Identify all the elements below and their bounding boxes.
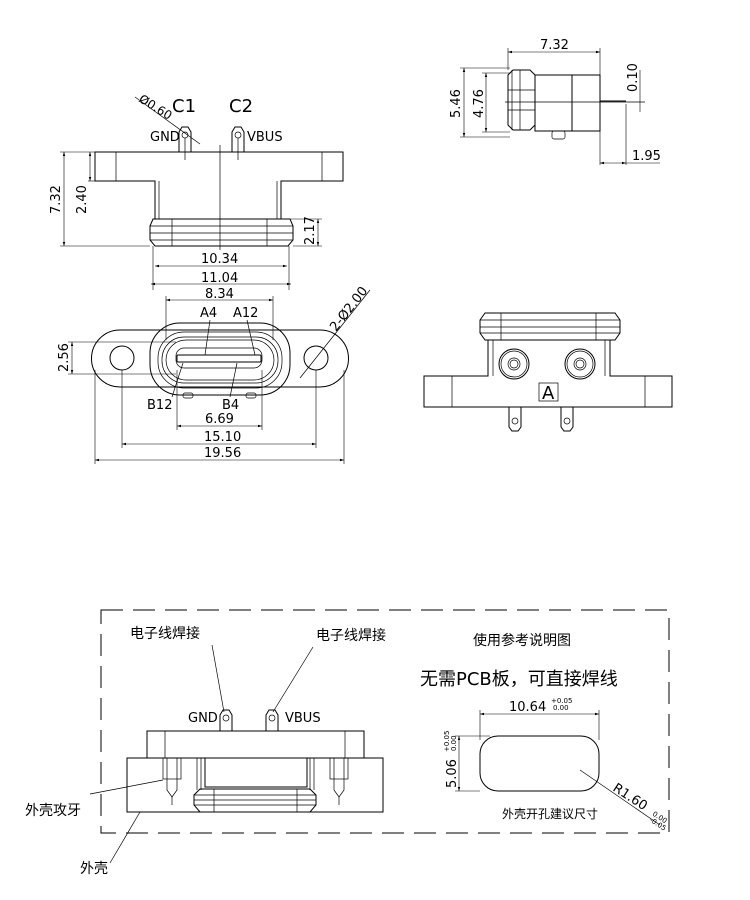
rear-head: [479, 312, 621, 341]
label-solder-right: 电子线焊接: [316, 627, 386, 644]
ref-head: [193, 788, 317, 813]
dim-width-inner: 10.34: [201, 252, 238, 267]
label-c1: C1: [172, 96, 196, 117]
dim-hole-spacing: 15.10: [204, 430, 241, 445]
mount-hole-left: [109, 345, 135, 371]
cutout-radius: R1.60: [610, 781, 650, 814]
cutout-width-tol-lower: 0.00: [553, 704, 569, 712]
rear-view: A: [423, 312, 673, 432]
label-c2: C2: [229, 96, 253, 117]
cutout-height-tol-lower: 0.00: [450, 735, 458, 751]
cutout-shape: [479, 735, 600, 792]
tongue: [176, 354, 262, 363]
ref-shell: [126, 757, 384, 813]
dim-outer-height: 5.46: [449, 89, 464, 118]
reference-subtitle: 无需PCB板，可直接焊线: [420, 669, 618, 690]
label-shell-tap: 外壳攻牙: [25, 802, 81, 819]
ref-vbus-pin: [265, 709, 279, 731]
dim-pin-extension: 1.95: [632, 149, 661, 164]
hole-spec: 2-Ø2.00: [327, 284, 371, 334]
label-vbus: VBUS: [247, 130, 283, 145]
dim-total-width: 19.56: [204, 446, 241, 461]
vbus-pin: [231, 126, 245, 152]
label-solder-left: 电子线焊接: [130, 625, 200, 642]
reference-diagram: GND VBUS 电子线焊接 电子线焊接 外壳攻牙 外壳 使用参考说明图 无需P…: [25, 609, 670, 877]
ref-gnd-pin: [219, 709, 233, 731]
side-head: [507, 69, 536, 131]
front-flange: [94, 151, 344, 220]
dim-inner-height: 4.76: [472, 89, 487, 118]
cutout-width: 10.64: [509, 700, 546, 715]
dim-opening-width: 8.34: [205, 287, 234, 302]
rear-body: [423, 339, 673, 408]
pin-label-b12: B12: [147, 398, 172, 413]
pin-diameter-label: Ø0.60: [136, 92, 174, 123]
pin-label-a4: A4: [200, 306, 217, 321]
rear-marking: A: [542, 383, 555, 404]
gnd-pin: [178, 126, 192, 152]
dim-width-outer: 11.04: [201, 271, 238, 286]
dim-side-length: 7.32: [540, 38, 569, 53]
dim-flange-height: 2.40: [75, 185, 90, 214]
ref-label-gnd: GND: [188, 711, 218, 726]
pin-label-a12: A12: [233, 306, 258, 321]
dim-pin-thickness: 0.10: [626, 63, 641, 92]
reference-frame: [100, 609, 670, 834]
bottom-view: A4 A12 B12 B4 8.34 2.56 2-Ø2.00 6.69 15.…: [57, 284, 371, 464]
cutout-caption: 外壳开孔建议尺寸: [502, 807, 598, 821]
label-gnd: GND: [150, 130, 180, 145]
front-head: [149, 218, 294, 247]
pin-label-b4: B4: [222, 398, 239, 413]
ref-label-vbus: VBUS: [285, 711, 321, 726]
label-shell: 外壳: [80, 860, 108, 877]
dim-opening-height: 2.56: [57, 343, 72, 372]
cutout-height-tol-upper: +0.05: [443, 731, 451, 752]
side-body: [534, 74, 573, 132]
reference-title: 使用参考说明图: [473, 632, 571, 649]
side-view: 7.32 5.46 4.76 0.10 1.95: [449, 38, 661, 165]
front-view: Ø0.60 C1 C2 GND VBUS 7.32 2.40 2.17 10.3…: [49, 92, 344, 290]
dim-tongue-width: 6.69: [205, 412, 234, 427]
dim-height-total: 7.32: [49, 185, 64, 214]
housing-outline: [149, 322, 291, 396]
mount-flange: [91, 329, 349, 388]
cutout-height: 5.06: [445, 759, 460, 788]
cutout-width-tol-upper: +0.05: [551, 697, 572, 705]
ref-connector-top: [146, 730, 365, 759]
marking-box: [538, 382, 559, 402]
dim-head-height: 2.17: [303, 216, 318, 245]
